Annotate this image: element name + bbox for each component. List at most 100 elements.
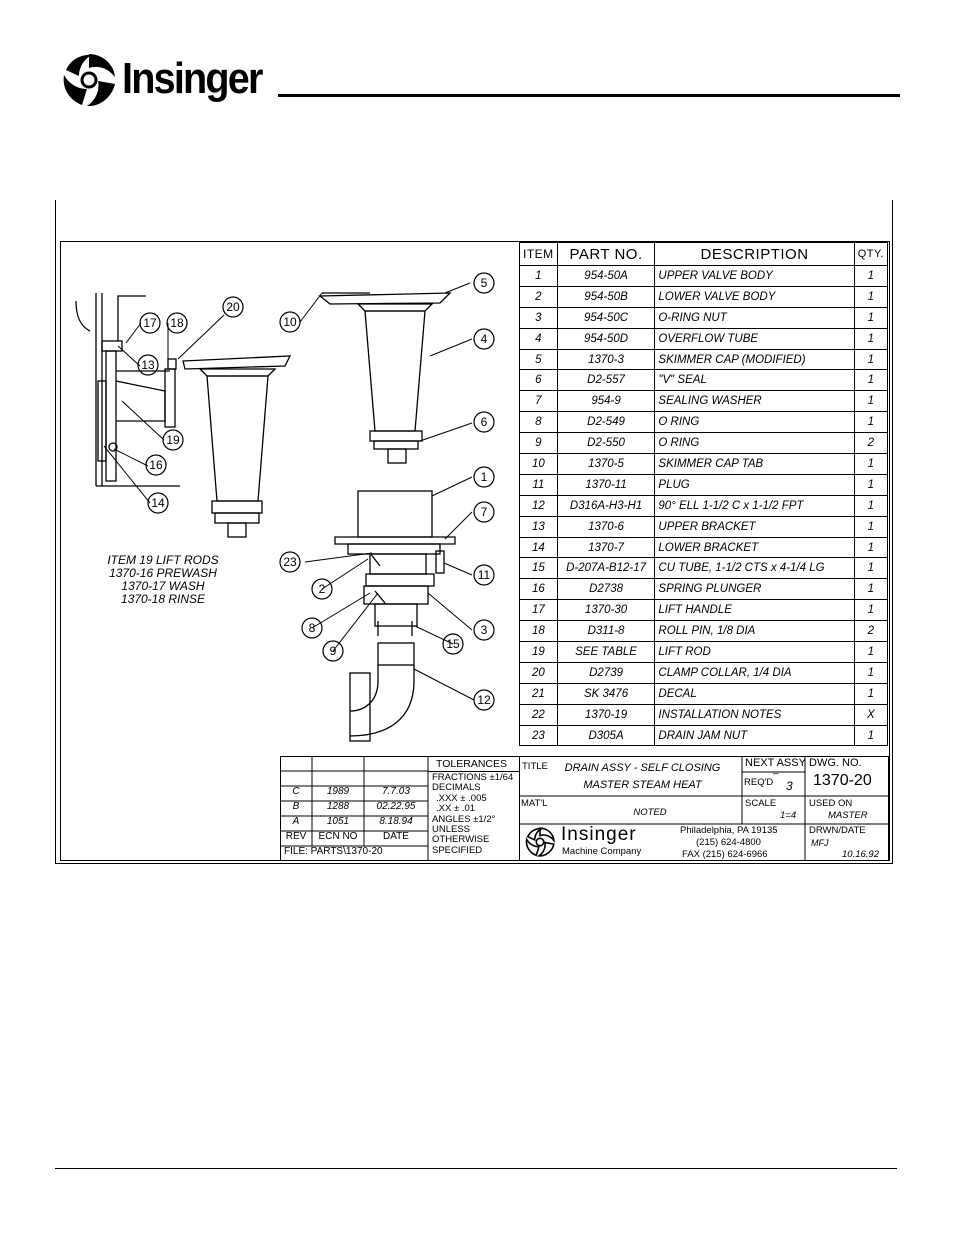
dwg-no-label: DWG. NO. bbox=[809, 757, 862, 769]
header-rule bbox=[278, 94, 900, 97]
parts-table-header: ITEM PART NO. DESCRIPTION QTY. bbox=[519, 242, 889, 266]
part-description: O-RING NUT bbox=[654, 306, 855, 329]
callout-label: 11 bbox=[478, 568, 491, 582]
item-number: 9 bbox=[519, 432, 558, 455]
part-qty: 1 bbox=[853, 411, 889, 434]
part-qty: 1 bbox=[853, 453, 889, 475]
callout-11 bbox=[473, 564, 495, 586]
part-number: D311-8 bbox=[556, 620, 656, 643]
part-number: 1370-19 bbox=[556, 703, 656, 726]
rev-a: A bbox=[292, 816, 300, 827]
header-item: ITEM bbox=[519, 242, 558, 266]
part-qty: 1 bbox=[853, 306, 889, 329]
callout-19 bbox=[162, 429, 184, 451]
tol-line: UNLESS bbox=[432, 824, 471, 836]
callout-leaders bbox=[103, 282, 475, 701]
callout-label: 16 bbox=[149, 458, 163, 472]
part-description: DECAL bbox=[654, 682, 855, 705]
item-number: 18 bbox=[519, 620, 558, 643]
used-on-value: MASTER bbox=[828, 810, 868, 821]
dwg-no: 1370-20 bbox=[813, 772, 872, 789]
callout-label: 7 bbox=[481, 505, 488, 519]
part-number: 1370-3 bbox=[556, 348, 656, 371]
lift-rod-bracket bbox=[75, 293, 180, 487]
callout-12 bbox=[473, 689, 495, 711]
company-swirl-icon bbox=[525, 827, 555, 857]
item-number: 23 bbox=[519, 724, 558, 747]
callout-label: 23 bbox=[283, 555, 297, 569]
part-number: 954-50D bbox=[556, 327, 656, 350]
callout-label: 14 bbox=[151, 496, 165, 510]
drawing-frame bbox=[55, 200, 893, 864]
next-assy-value: _ bbox=[773, 764, 779, 775]
part-description: LIFT ROD bbox=[654, 641, 855, 663]
callout-label: 19 bbox=[166, 433, 180, 447]
part-number: 1370-11 bbox=[556, 473, 656, 496]
part-number: 954-50A bbox=[556, 265, 656, 287]
item-number: 19 bbox=[519, 641, 558, 663]
part-qty: 1 bbox=[853, 641, 889, 663]
part-number: D316A-H3-H1 bbox=[556, 494, 656, 517]
scale-label: SCALE bbox=[745, 798, 777, 809]
part-description: SKIMMER CAP (MODIFIED) bbox=[654, 348, 855, 371]
title-block-lines bbox=[519, 756, 889, 861]
item-number: 13 bbox=[519, 515, 558, 538]
tol-line: DECIMALS bbox=[432, 782, 481, 794]
scale-value: 1=4 bbox=[780, 810, 797, 821]
date-header: DATE bbox=[383, 831, 409, 842]
reqd-label: REQ'D bbox=[744, 777, 774, 788]
callout-6 bbox=[473, 411, 495, 433]
part-qty: 1 bbox=[853, 327, 889, 350]
callout-13 bbox=[137, 354, 159, 376]
item-number: 20 bbox=[519, 661, 558, 684]
callout-20 bbox=[222, 296, 244, 318]
item-number: 10 bbox=[519, 453, 558, 475]
callout-labels: 17 18 20 13 19 16 14 10 5 4 6 1 7 11 23 … bbox=[141, 276, 491, 707]
part-qty: 1 bbox=[853, 661, 889, 684]
callout-label: 18 bbox=[170, 316, 184, 330]
lift-rods-note: ITEM 19 LIFT RODS 1370-16 PREWASH 1370-1… bbox=[98, 554, 228, 606]
part-qty: 1 bbox=[853, 578, 889, 601]
part-description: OVERFLOW TUBE bbox=[654, 327, 855, 350]
callout-5 bbox=[473, 272, 495, 294]
note-line: 1370-18 RINSE bbox=[120, 592, 206, 606]
callouts-layer: 17 18 20 13 19 16 14 10 5 4 6 1 7 11 23 … bbox=[103, 272, 495, 711]
part-number: D2-549 bbox=[556, 411, 656, 434]
part-description: LOWER BRACKET bbox=[654, 536, 855, 559]
part-description: ROLL PIN, 1/8 DIA bbox=[654, 620, 855, 643]
brand-name: Insinger bbox=[122, 54, 263, 103]
part-description: UPPER VALVE BODY bbox=[654, 265, 855, 287]
part-qty: 1 bbox=[853, 724, 889, 747]
drawn-by: MFJ bbox=[811, 838, 829, 848]
part-qty: X bbox=[853, 703, 889, 726]
part-qty: 1 bbox=[853, 557, 889, 580]
item-number: 11 bbox=[519, 473, 558, 496]
part-qty: 1 bbox=[853, 494, 889, 517]
note-line: 1370-16 PREWASH bbox=[109, 566, 217, 580]
part-qty: 1 bbox=[853, 348, 889, 371]
reqd-value: 3 bbox=[786, 779, 793, 793]
company-sub: Machine Company bbox=[562, 846, 642, 857]
item-number: 4 bbox=[519, 327, 558, 350]
part-qty: 1 bbox=[853, 682, 889, 705]
matl-value: NOTED bbox=[633, 807, 667, 818]
part-description: CLAMP COLLAR, 1/4 DIA bbox=[654, 661, 855, 684]
part-qty: 1 bbox=[853, 515, 889, 538]
part-number: 954-50C bbox=[556, 306, 656, 329]
part-description: DRAIN JAM NUT bbox=[654, 724, 855, 747]
assembly-drawing bbox=[75, 292, 456, 742]
next-assy-label: NEXT ASSY bbox=[745, 757, 806, 769]
tol-line: FRACTIONS ±1/64 bbox=[432, 772, 514, 783]
